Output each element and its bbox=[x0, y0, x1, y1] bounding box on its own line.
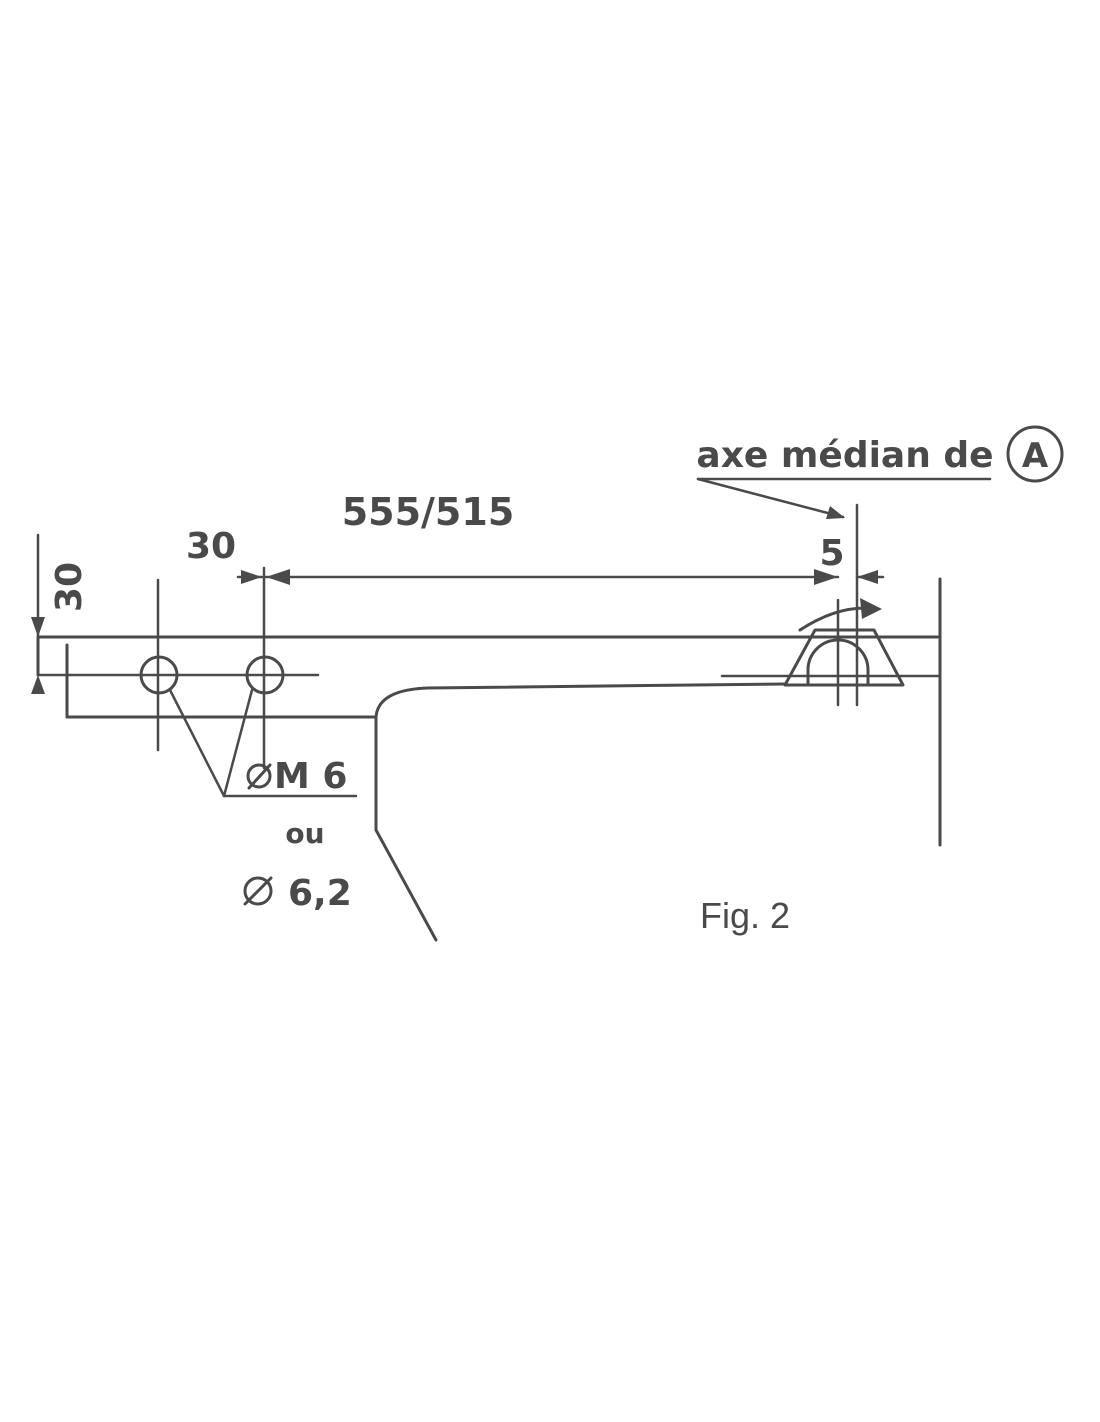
diameter-slash-2 bbox=[243, 876, 273, 906]
dimension-30h-arrow bbox=[241, 570, 262, 584]
mounting-holes bbox=[139, 566, 285, 770]
thread-spec-label: M 6 bbox=[274, 756, 347, 797]
dimension-555 bbox=[264, 569, 840, 585]
axis-median-label: axe médian de bbox=[696, 435, 993, 476]
diameter-symbol-1 bbox=[246, 763, 272, 790]
axis-label-leader-arrow bbox=[826, 506, 845, 519]
dimension-30-horizontal bbox=[236, 570, 264, 584]
reference-letter: A bbox=[1022, 436, 1049, 476]
support-diagonal bbox=[374, 828, 438, 942]
or-label: ou bbox=[285, 817, 324, 850]
dimension-30-vertical bbox=[31, 533, 45, 694]
leader-left bbox=[168, 688, 226, 798]
dimension-555-arrow-left bbox=[266, 569, 290, 585]
dimension-5-label: 5 bbox=[819, 533, 844, 574]
dimension-555-label: 555/515 bbox=[342, 490, 515, 534]
dimension-30v-arrow-bottom bbox=[31, 675, 45, 694]
dimension-5 bbox=[855, 570, 885, 584]
rotation-arrowhead bbox=[860, 598, 882, 619]
diameter-slash-1 bbox=[247, 763, 272, 790]
dimension-5-arrow bbox=[857, 570, 878, 584]
rail bbox=[36, 577, 942, 942]
diameter-circle-1 bbox=[246, 763, 272, 789]
diameter-symbol-2 bbox=[243, 876, 273, 906]
pivot-trapezoid bbox=[783, 628, 905, 687]
pivot-detail bbox=[783, 503, 905, 707]
figure-caption: Fig. 2 bbox=[700, 895, 790, 936]
dimension-30h-label: 30 bbox=[186, 526, 236, 567]
axis-label-leader bbox=[696, 477, 992, 519]
dimension-30v-arrow-top bbox=[31, 617, 45, 637]
dimension-30v-label: 30 bbox=[49, 562, 90, 612]
bracket-curve bbox=[374, 682, 787, 719]
diameter-circle-2 bbox=[243, 876, 273, 906]
diameter-spec-label: 6,2 bbox=[288, 873, 352, 914]
leader-right bbox=[222, 688, 254, 798]
dimension-555-arrow-right bbox=[814, 569, 838, 585]
reference-circle bbox=[1006, 425, 1064, 483]
hole-leaders bbox=[168, 688, 358, 798]
axis-label-leader-line bbox=[696, 477, 845, 519]
